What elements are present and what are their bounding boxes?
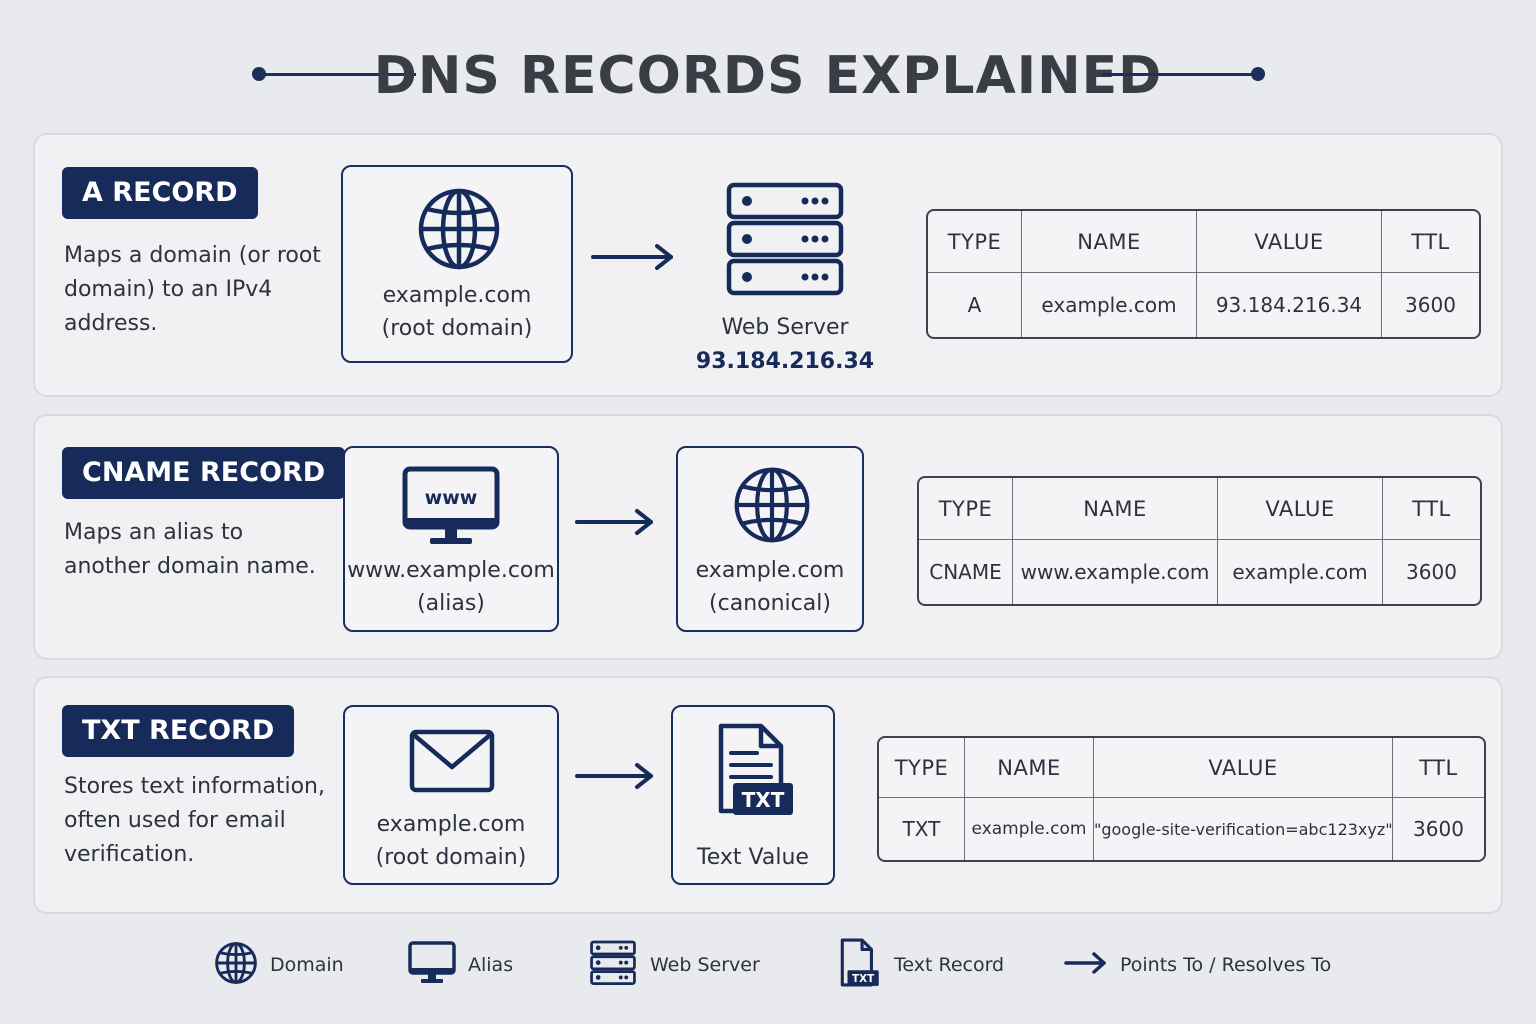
table-row: A example.com 93.184.216.34 3600 xyxy=(928,273,1479,337)
cell-type: CNAME xyxy=(919,540,1013,604)
cname-source-label-2: (alias) xyxy=(417,591,485,616)
table-row: CNAME www.example.com example.com 3600 xyxy=(919,540,1480,604)
legend-item-domain: Domain xyxy=(214,938,344,992)
header-ttl: TTL xyxy=(1393,738,1484,798)
arrow-icon xyxy=(591,243,675,275)
cname-target-label-1: example.com xyxy=(695,558,845,583)
txt-icon-text: TXT xyxy=(742,788,785,812)
arrow-icon xyxy=(575,508,655,540)
txt-target-box: TXT Text Value xyxy=(671,705,835,885)
table-header-row: TYPE NAME VALUE TTL xyxy=(919,478,1480,540)
header-type: TYPE xyxy=(928,211,1022,273)
server-icon xyxy=(725,181,845,303)
table-header-row: TYPE NAME VALUE TTL xyxy=(879,738,1484,798)
header-name: NAME xyxy=(1013,478,1218,540)
legend-item-text-record: TXT Text Record xyxy=(838,938,1004,992)
monitor-icon xyxy=(408,941,456,989)
txt-target-label: Text Value xyxy=(697,845,809,870)
a-record-source-box: example.com (root domain) xyxy=(341,165,573,363)
web-server-label: Web Server xyxy=(721,315,849,340)
cname-target-label-2: (canonical) xyxy=(709,591,831,616)
cell-ttl: 3600 xyxy=(1406,560,1457,584)
title-line-right xyxy=(1102,73,1258,76)
cell-name: www.example.com xyxy=(1013,540,1218,604)
text-document-icon: TXT xyxy=(838,938,882,992)
txt-record-description: Stores text information, often used for … xyxy=(64,774,325,867)
text-document-icon: TXT xyxy=(717,723,797,823)
title-row: DNS RECORDS EXPLAINED xyxy=(0,40,1536,110)
legend-item-web-server: Web Server xyxy=(588,938,760,992)
globe-icon xyxy=(214,941,258,989)
arrow-icon xyxy=(1064,951,1108,979)
monitor-www-icon: www xyxy=(402,466,500,552)
cname-source-label-1: www.example.com xyxy=(347,558,555,583)
arrow-icon xyxy=(575,762,655,794)
cname-source-box: www www.example.com (alias) xyxy=(343,446,559,632)
header-value: VALUE xyxy=(1094,738,1393,798)
cell-type: TXT xyxy=(879,798,965,860)
envelope-icon xyxy=(409,729,495,797)
legend-label: Domain xyxy=(270,954,344,976)
legend-label: Web Server xyxy=(650,954,760,976)
a-record-table: TYPE NAME VALUE TTL A example.com 93.184… xyxy=(926,209,1481,339)
table-row: TXT example.com "google-site-verificatio… xyxy=(879,798,1484,860)
server-icon xyxy=(588,940,638,990)
header-value: VALUE xyxy=(1197,211,1382,273)
legend-item-points-to: Points To / Resolves To xyxy=(1064,938,1331,992)
a-record-panel: A RECORD Maps a domain (or root domain) … xyxy=(33,133,1503,397)
legend-label: Alias xyxy=(468,954,514,976)
cell-value: "google-site-verification=abc123xyz" xyxy=(1094,798,1393,860)
txt-source-box: example.com (root domain) xyxy=(343,705,559,885)
a-source-label-2: (root domain) xyxy=(381,316,533,341)
header-name: NAME xyxy=(1022,211,1197,273)
cell-value: example.com xyxy=(1218,540,1383,604)
cell-value: 93.184.216.34 xyxy=(1197,273,1382,337)
header-ttl: TTL xyxy=(1382,211,1479,273)
txt-record-table: TYPE NAME VALUE TTL TXT example.com "goo… xyxy=(877,736,1486,862)
a-record-target-label: Web Server 93.184.216.34 xyxy=(675,311,895,379)
title-dot-left xyxy=(252,67,266,81)
title-dot-right xyxy=(1251,67,1265,81)
cell-ttl: 3600 xyxy=(1405,293,1456,317)
cname-target-box: example.com (canonical) xyxy=(676,446,864,632)
cell-name: example.com xyxy=(965,798,1094,860)
a-record-description: Maps a domain (or root domain) to an IPv… xyxy=(64,243,321,336)
title-line-left xyxy=(260,73,416,76)
legend-txt-icon-text: TXT xyxy=(852,973,875,985)
legend-item-alias: Alias xyxy=(408,938,513,992)
cname-record-badge: CNAME RECORD xyxy=(62,447,346,499)
a-source-label-1: example.com xyxy=(382,283,532,308)
cell-name: example.com xyxy=(1022,273,1197,337)
cell-type: A xyxy=(928,273,1022,337)
header-ttl: TTL xyxy=(1383,478,1480,540)
header-name: NAME xyxy=(965,738,1094,798)
page-title: DNS RECORDS EXPLAINED xyxy=(373,46,1163,106)
cname-record-panel: CNAME RECORD Maps an alias to another do… xyxy=(33,414,1503,660)
txt-record-panel: TXT RECORD Stores text information, ofte… xyxy=(33,676,1503,914)
legend-label: Text Record xyxy=(894,954,1005,976)
a-record-badge: A RECORD xyxy=(62,167,258,219)
cname-record-description: Maps an alias to another domain name. xyxy=(64,520,316,579)
globe-icon xyxy=(417,187,501,275)
monitor-www-text: www xyxy=(425,487,478,509)
header-type: TYPE xyxy=(879,738,965,798)
cell-ttl: 3600 xyxy=(1413,817,1464,841)
web-server-ip: 93.184.216.34 xyxy=(695,349,875,374)
legend-label: Points To / Resolves To xyxy=(1120,954,1332,976)
header-type: TYPE xyxy=(919,478,1013,540)
header-value: VALUE xyxy=(1218,478,1383,540)
txt-source-label-2: (root domain) xyxy=(375,845,527,870)
table-header-row: TYPE NAME VALUE TTL xyxy=(928,211,1479,273)
txt-record-badge: TXT RECORD xyxy=(62,705,295,757)
globe-icon xyxy=(733,466,811,548)
txt-source-label-1: example.com xyxy=(376,812,526,837)
cname-record-table: TYPE NAME VALUE TTL CNAME www.example.co… xyxy=(917,476,1482,606)
legend: Domain Alias xyxy=(0,938,1536,992)
